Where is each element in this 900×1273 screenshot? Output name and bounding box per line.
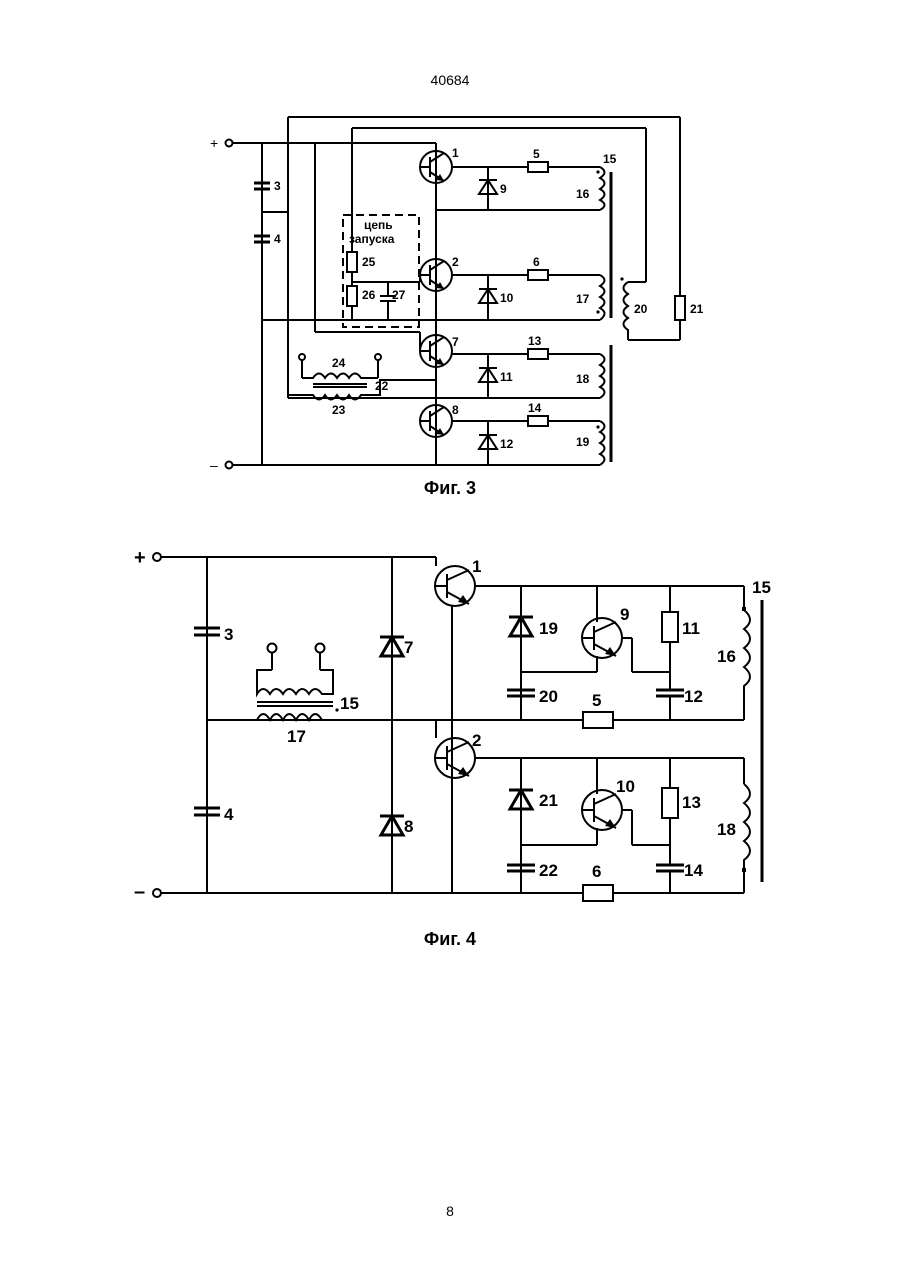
fig3-label-r21: 21 <box>690 302 704 316</box>
fig4-label-r6: 6 <box>592 862 601 881</box>
fig3-label-r14: 14 <box>528 401 542 415</box>
fig3-label-r26: 26 <box>362 288 376 302</box>
fig4-label-d7: 7 <box>404 638 413 657</box>
fig3-label-0: цепь <box>364 218 393 232</box>
fig4-label-tr15: 15 <box>752 578 771 597</box>
fig4-label-d21: 21 <box>539 791 558 810</box>
fig4-label-r13: 13 <box>682 793 701 812</box>
fig3-label-d10: 10 <box>500 291 514 305</box>
fig4-label-c3: 3 <box>224 625 233 644</box>
fig3-label-c27: 27 <box>392 288 406 302</box>
fig4-minus-terminal <box>153 889 161 897</box>
fig4-label-w16: 16 <box>717 647 736 666</box>
fig4-label-d19: 19 <box>539 619 558 638</box>
fig4-label-w18: 18 <box>717 820 736 839</box>
fig3-label-d11: 11 <box>500 370 513 384</box>
fig3-label-c3: 3 <box>274 179 281 193</box>
fig3-label-tr15: 15 <box>603 152 617 166</box>
fig3-label-r5: 5 <box>533 147 540 161</box>
fig4-label-d8: 8 <box>404 817 413 836</box>
fig3-label-t7: 7 <box>452 335 459 349</box>
fig3-label-w16: 16 <box>576 187 590 201</box>
fig3-label-d12: 12 <box>500 437 514 451</box>
fig3-label-t1: 1 <box>452 146 459 160</box>
fig4-label-c4: 4 <box>224 805 234 824</box>
fig3-plus-terminal <box>226 140 233 147</box>
fig4-caption: Фиг. 4 <box>0 929 900 950</box>
fig4-label-c20: 20 <box>539 687 558 706</box>
fig3-label-w19: 19 <box>576 435 590 449</box>
fig3-label-c4: 4 <box>274 232 281 246</box>
fig3-label-t2: 2 <box>452 255 459 269</box>
fig4-label-c14: 14 <box>684 861 703 880</box>
fig3-minus-sign: – <box>210 457 218 473</box>
fig4-label-c22: 22 <box>539 861 558 880</box>
fig3-label-d9: 9 <box>500 182 507 196</box>
fig3-label-w23: 23 <box>332 403 346 417</box>
fig3-label-r25: 25 <box>362 255 376 269</box>
fig3-caption: Фиг. 3 <box>0 478 900 499</box>
fig4-label-t9: 9 <box>620 605 629 624</box>
fig3-label-w20: 20 <box>634 302 648 316</box>
fig4-label-w17: 17 <box>287 727 306 746</box>
fig3-label-1: запуска <box>349 232 395 246</box>
fig3-label-t8: 8 <box>452 403 459 417</box>
fig3-schematic: + – 3 4 21 20 <box>210 117 704 473</box>
fig4-label-t10: 10 <box>616 777 635 796</box>
fig4-schematic: + – 3 4 15 17 7 8 <box>134 547 771 903</box>
fig4-label-w15: 15 <box>340 694 359 713</box>
fig3-label-r6: 6 <box>533 255 540 269</box>
fig3-label-w24: 24 <box>332 356 346 370</box>
fig4-plus-sign: + <box>134 547 146 569</box>
fig4-label-t1: 1 <box>472 557 481 576</box>
fig3-label-w18: 18 <box>576 372 590 386</box>
fig4-label-c12: 12 <box>684 687 703 706</box>
fig4-label-r11: 11 <box>682 619 700 638</box>
fig3-label-w17: 17 <box>576 292 590 306</box>
fig3-minus-terminal <box>226 462 233 469</box>
fig3-label-r13: 13 <box>528 334 542 348</box>
fig4-label-t2: 2 <box>472 731 481 750</box>
page-number: 8 <box>0 1203 900 1219</box>
fig3-label-w22: 22 <box>375 379 389 393</box>
fig4-label-r5: 5 <box>592 691 601 710</box>
fig4-minus-sign: – <box>134 881 145 903</box>
fig4-plus-terminal <box>153 553 161 561</box>
fig3-plus-sign: + <box>210 135 218 151</box>
